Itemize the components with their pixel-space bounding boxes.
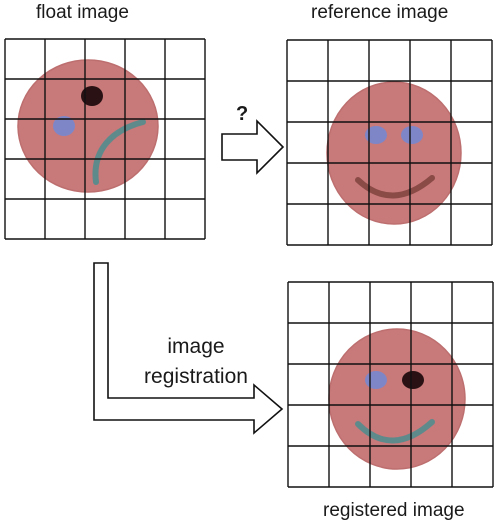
float-image-panel (4, 38, 206, 240)
float-eye-blue (53, 116, 75, 136)
reference-image-panel (286, 39, 493, 246)
registered-face (328, 328, 466, 470)
reference-mouth (355, 175, 435, 199)
image-registration-label: image registration (136, 332, 256, 392)
registered-eye-dark (402, 371, 424, 389)
image-registration-line2: registration (144, 365, 248, 388)
float-eye-dark (81, 86, 103, 106)
reference-grid (286, 39, 493, 246)
reference-eye-left (365, 126, 387, 144)
float-grid (4, 38, 206, 240)
arrow-to-reference-icon (221, 119, 285, 175)
reference-eye-right (401, 126, 423, 144)
registered-grid (287, 281, 494, 488)
registered-eye-blue (365, 371, 387, 389)
float-image-label: float image (36, 2, 129, 23)
registered-mouth (355, 419, 435, 444)
arrow-to-registered-icon (93, 262, 284, 435)
reference-image-label: reference image (311, 2, 449, 23)
question-mark-label: ? (236, 103, 249, 125)
registered-image-panel (287, 281, 494, 488)
image-registration-line1: image (167, 335, 225, 358)
reference-face (326, 81, 462, 225)
registered-image-label: registered image (323, 500, 465, 521)
float-mouth (92, 119, 146, 185)
